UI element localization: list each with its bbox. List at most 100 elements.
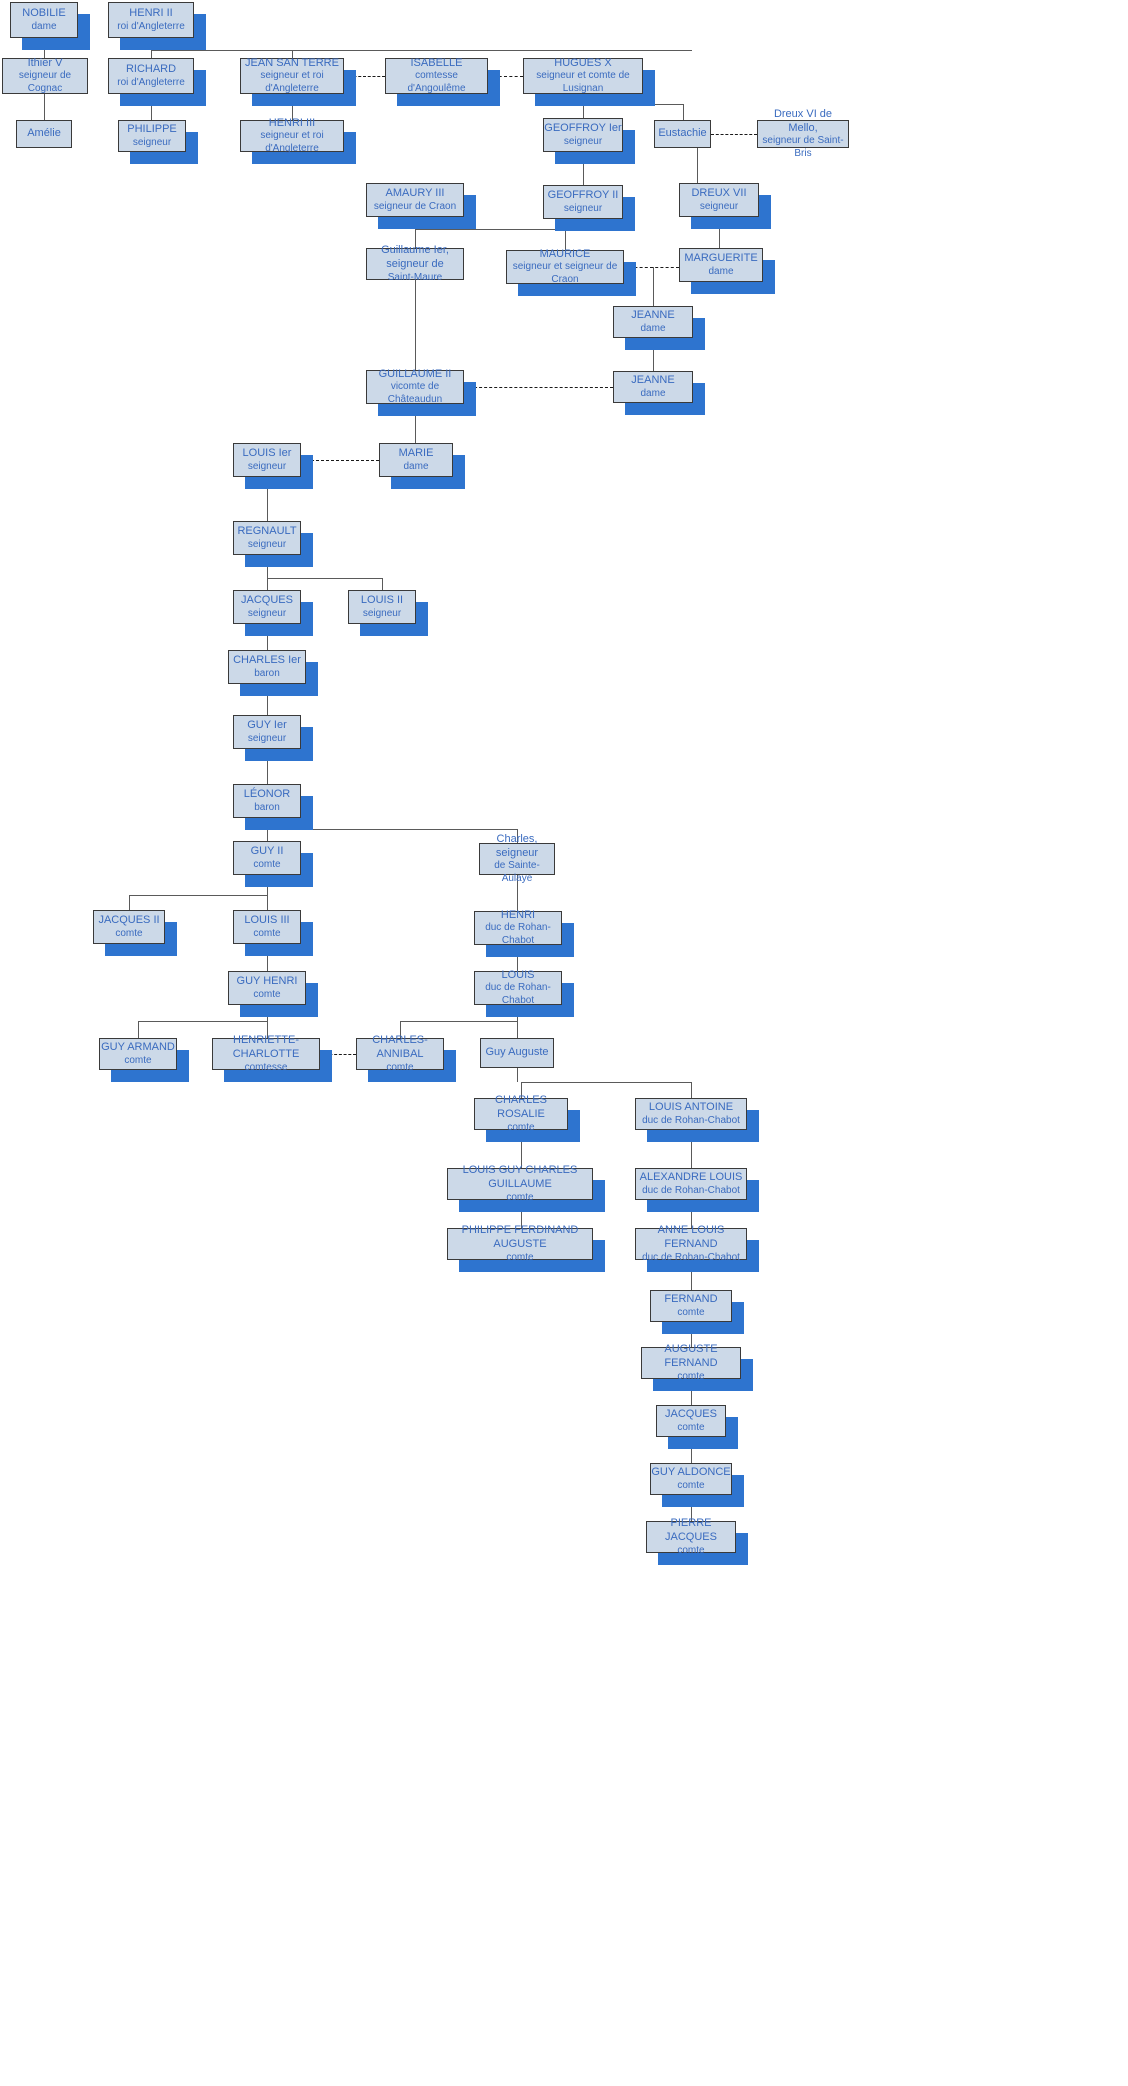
person-name: LÉONOR: [243, 787, 291, 800]
connector-line: [151, 50, 152, 58]
person-name: JEANNE: [631, 308, 675, 321]
connector-line: [267, 477, 268, 521]
person-title: seigneur: [699, 200, 739, 212]
marriage-link: [344, 76, 385, 77]
connector-line: [415, 229, 565, 230]
person-name: ALEXANDRE LOUIS: [639, 1170, 743, 1183]
connector-line: [521, 1082, 522, 1098]
person-name: Guy Auguste: [485, 1046, 549, 1059]
person-name: PIERRE JACQUES: [665, 1517, 717, 1543]
person-title: duc de Rohan-Chabot: [642, 1114, 740, 1126]
connector-line: [415, 280, 416, 370]
marriage-link: [464, 387, 613, 388]
person-name: PHILIPPE: [127, 122, 177, 135]
person-node-amelie[interactable]: Amélie: [16, 120, 72, 148]
connector-line: [129, 895, 267, 896]
marriage-link: [624, 267, 679, 268]
connector-line: [691, 1437, 692, 1463]
person-title: seigneur de Craon: [373, 200, 457, 212]
person-title: seigneur et roi d'Angleterre: [260, 70, 324, 94]
person-name: RICHARD: [125, 62, 177, 75]
connector-line: [521, 1082, 691, 1083]
person-title: comte: [677, 1370, 705, 1382]
person-title: dame: [31, 20, 57, 32]
person-title: baron: [254, 801, 280, 813]
connector-line: [697, 134, 698, 183]
person-node-dreux6[interactable]: Dreux VI de Mello,seigneur de Saint-Bris: [757, 108, 849, 159]
person-title: comte: [506, 1191, 534, 1203]
person-name: Dreux VI de Mello,: [773, 107, 833, 134]
connector-line: [138, 1021, 267, 1022]
person-name: LOUIS: [501, 968, 535, 981]
connector-line: [400, 1021, 517, 1022]
connector-line: [521, 1130, 522, 1168]
connector-line: [691, 1130, 692, 1168]
person-title: comte: [253, 927, 281, 939]
person-name: JACQUES: [241, 593, 293, 606]
person-name: LOUIS III: [244, 913, 290, 926]
person-title: roi d'Angleterre: [117, 76, 185, 88]
person-node-eustachie[interactable]: Eustachie: [654, 120, 711, 148]
person-title: comte: [386, 1061, 414, 1073]
connector-line: [691, 1379, 692, 1405]
connector-line: [691, 1260, 692, 1290]
person-name: GEOFFROY Ier: [544, 121, 622, 134]
person-node-guyauguste[interactable]: Guy Auguste: [480, 1038, 554, 1068]
person-name: LOUIS ANTOINE: [648, 1100, 734, 1113]
person-title: seigneur: [247, 460, 287, 472]
connector-line: [583, 152, 584, 185]
person-title: comtesse: [244, 1061, 288, 1073]
connector-line: [382, 578, 383, 590]
connector-line: [583, 94, 584, 118]
